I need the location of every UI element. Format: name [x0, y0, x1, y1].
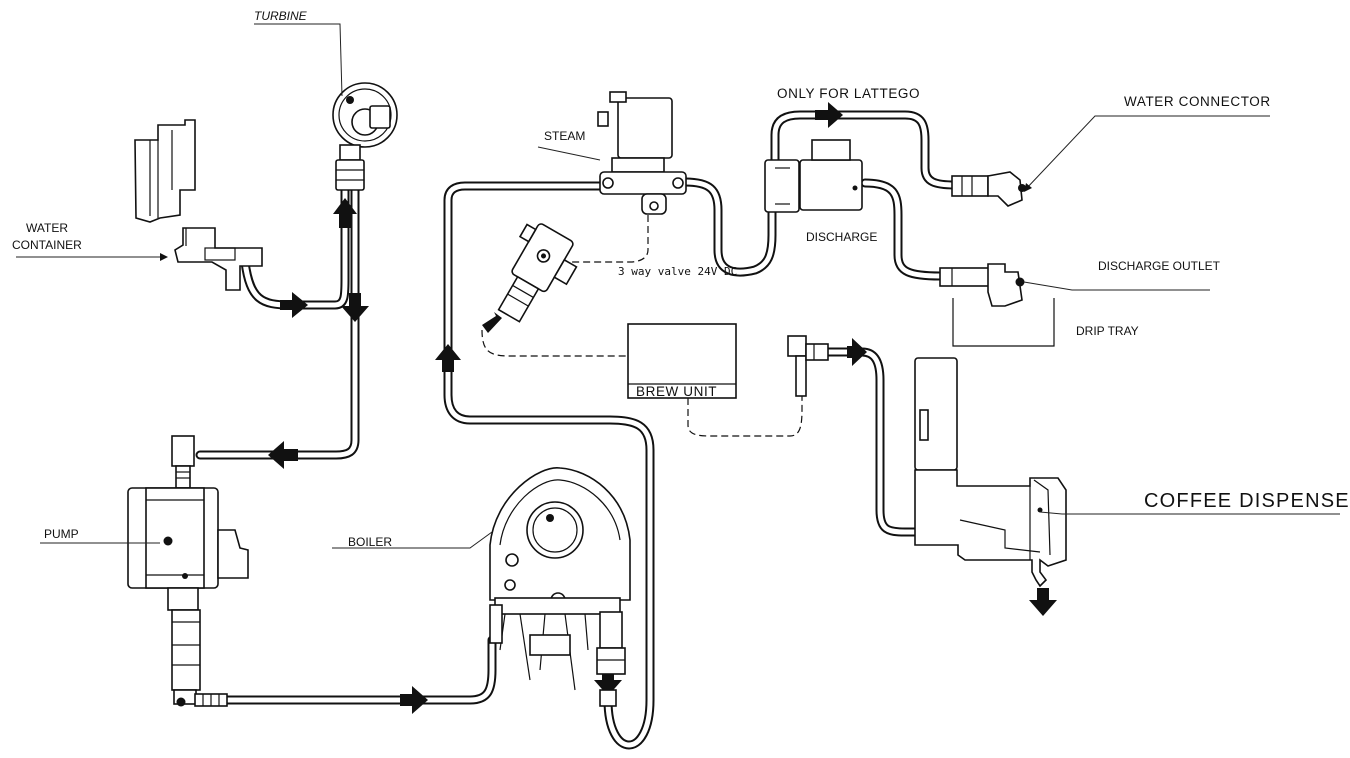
flow-arrow-left	[268, 441, 298, 469]
steam-valve	[597, 91, 687, 215]
flow-arrow-down	[341, 293, 369, 322]
drip-tray	[952, 298, 1055, 347]
brew-unit-outlet	[787, 335, 829, 397]
three-way-valve	[482, 223, 578, 333]
label-steam: STEAM	[544, 129, 585, 143]
flow-arrow-right	[400, 686, 428, 714]
label-water-connector: WATER CONNECTOR	[1124, 94, 1271, 109]
flow-arrows	[268, 102, 1057, 714]
discharge-outlet	[939, 263, 1025, 307]
turbine	[332, 82, 398, 191]
coffee-dispenser	[914, 357, 1067, 588]
label-only-for-lattego: ONLY FOR LATTEGO	[777, 86, 920, 101]
boiler	[489, 467, 631, 707]
label-pump: PUMP	[44, 527, 79, 541]
label-brew-unit: BREW UNIT	[636, 384, 717, 399]
label-boiler: BOILER	[348, 535, 392, 549]
labels: TURBINE WATER CONTAINER PUMP BOILER STEA…	[12, 9, 1350, 549]
pump	[127, 435, 249, 707]
flow-arrow-right	[280, 292, 308, 318]
water-container	[134, 119, 263, 291]
flow-arrow-right	[815, 102, 843, 128]
label-turbine: TURBINE	[254, 9, 308, 23]
flow-arrow-down	[1029, 588, 1057, 616]
label-discharge-outlet: DISCHARGE OUTLET	[1098, 259, 1221, 273]
label-water-container-line2: CONTAINER	[12, 238, 82, 252]
label-discharge: DISCHARGE	[806, 230, 877, 244]
flow-arrow-right	[847, 338, 867, 366]
water-connector	[951, 171, 1026, 207]
flow-arrow-up	[333, 198, 357, 228]
flow-arrow-up	[435, 344, 461, 372]
label-drip-tray: DRIP TRAY	[1076, 324, 1139, 338]
label-water-container-line1: WATER	[26, 221, 68, 235]
label-coffee-dispenser: COFFEE DISPENSER	[1144, 490, 1350, 512]
brew-unit	[627, 323, 737, 399]
label-three-way-valve: 3 way valve 24V DC	[618, 265, 737, 278]
leader-lines	[16, 23, 1340, 549]
flow-arrow-down	[594, 668, 622, 696]
discharge-valve	[764, 139, 863, 213]
tubing	[180, 110, 1005, 750]
control-connections	[481, 215, 803, 437]
